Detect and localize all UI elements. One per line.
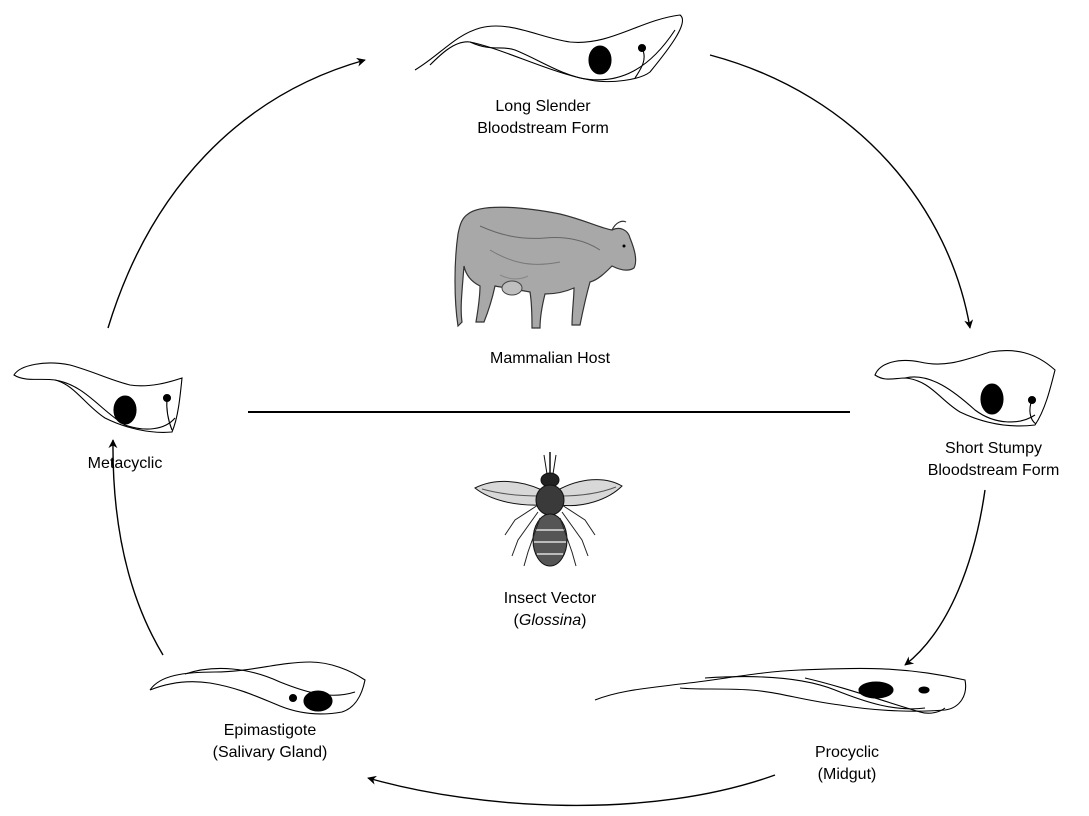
procyclic-label-line2: (Midgut) xyxy=(772,764,922,786)
epimastigote-kinetoplast xyxy=(290,695,297,702)
cow-udder xyxy=(502,281,522,295)
vector-label: Insect Vector (Glossina) xyxy=(460,588,640,632)
fly-right-wing xyxy=(558,480,622,506)
short-stumpy-label: Short Stumpy Bloodstream Form xyxy=(900,438,1087,482)
long-slender-nucleus xyxy=(589,46,611,74)
metacyclic-label-line1: Metacyclic xyxy=(55,453,195,475)
epimastigote-label-line1: Epimastigote xyxy=(175,720,365,742)
arrow-long-slender-to-short-stumpy xyxy=(710,55,970,328)
fly-thorax xyxy=(536,485,564,515)
long-slender-label: Long Slender Bloodstream Form xyxy=(448,96,638,140)
vector-label-paren-close: ) xyxy=(581,612,586,629)
long-slender-label-line1: Long Slender xyxy=(448,96,638,118)
procyclic-label: Procyclic (Midgut) xyxy=(772,742,922,786)
epimastigote-nucleus xyxy=(304,691,332,711)
cow-eye xyxy=(623,245,626,248)
arrow-metacyclic-to-long-slender xyxy=(108,60,365,328)
procyclic-trypanosome xyxy=(595,668,966,713)
fly-left-wing xyxy=(475,481,542,505)
tsetse-fly-illustration xyxy=(475,452,622,566)
epimastigote-trypanosome xyxy=(150,662,365,714)
host-label-text: Mammalian Host xyxy=(450,348,650,370)
short-stumpy-label-line1: Short Stumpy xyxy=(900,438,1087,460)
procyclic-label-line1: Procyclic xyxy=(772,742,922,764)
short-stumpy-nucleus xyxy=(981,384,1003,414)
arrow-short-stumpy-to-procyclic xyxy=(905,490,985,665)
metacyclic-trypanosome xyxy=(14,363,182,432)
metacyclic-label: Metacyclic xyxy=(55,453,195,475)
vector-label-line1: Insect Vector xyxy=(460,588,640,610)
vector-label-genus: Glossina xyxy=(519,612,581,629)
procyclic-nucleus xyxy=(859,682,893,698)
epimastigote-label: Epimastigote (Salivary Gland) xyxy=(175,720,365,764)
metacyclic-nucleus xyxy=(114,396,136,424)
long-slender-label-line2: Bloodstream Form xyxy=(448,118,638,140)
long-slender-trypanosome xyxy=(415,15,683,82)
epimastigote-label-line2: (Salivary Gland) xyxy=(175,742,365,764)
short-stumpy-label-line2: Bloodstream Form xyxy=(900,460,1087,482)
procyclic-kinetoplast xyxy=(919,687,929,693)
vector-label-line2: (Glossina) xyxy=(460,610,640,632)
cow-body xyxy=(455,207,636,328)
arrow-procyclic-to-epimastigote xyxy=(368,775,775,805)
cow-illustration xyxy=(455,207,636,328)
host-label: Mammalian Host xyxy=(450,348,650,370)
fly-abdomen xyxy=(533,514,567,566)
short-stumpy-trypanosome xyxy=(875,351,1055,426)
